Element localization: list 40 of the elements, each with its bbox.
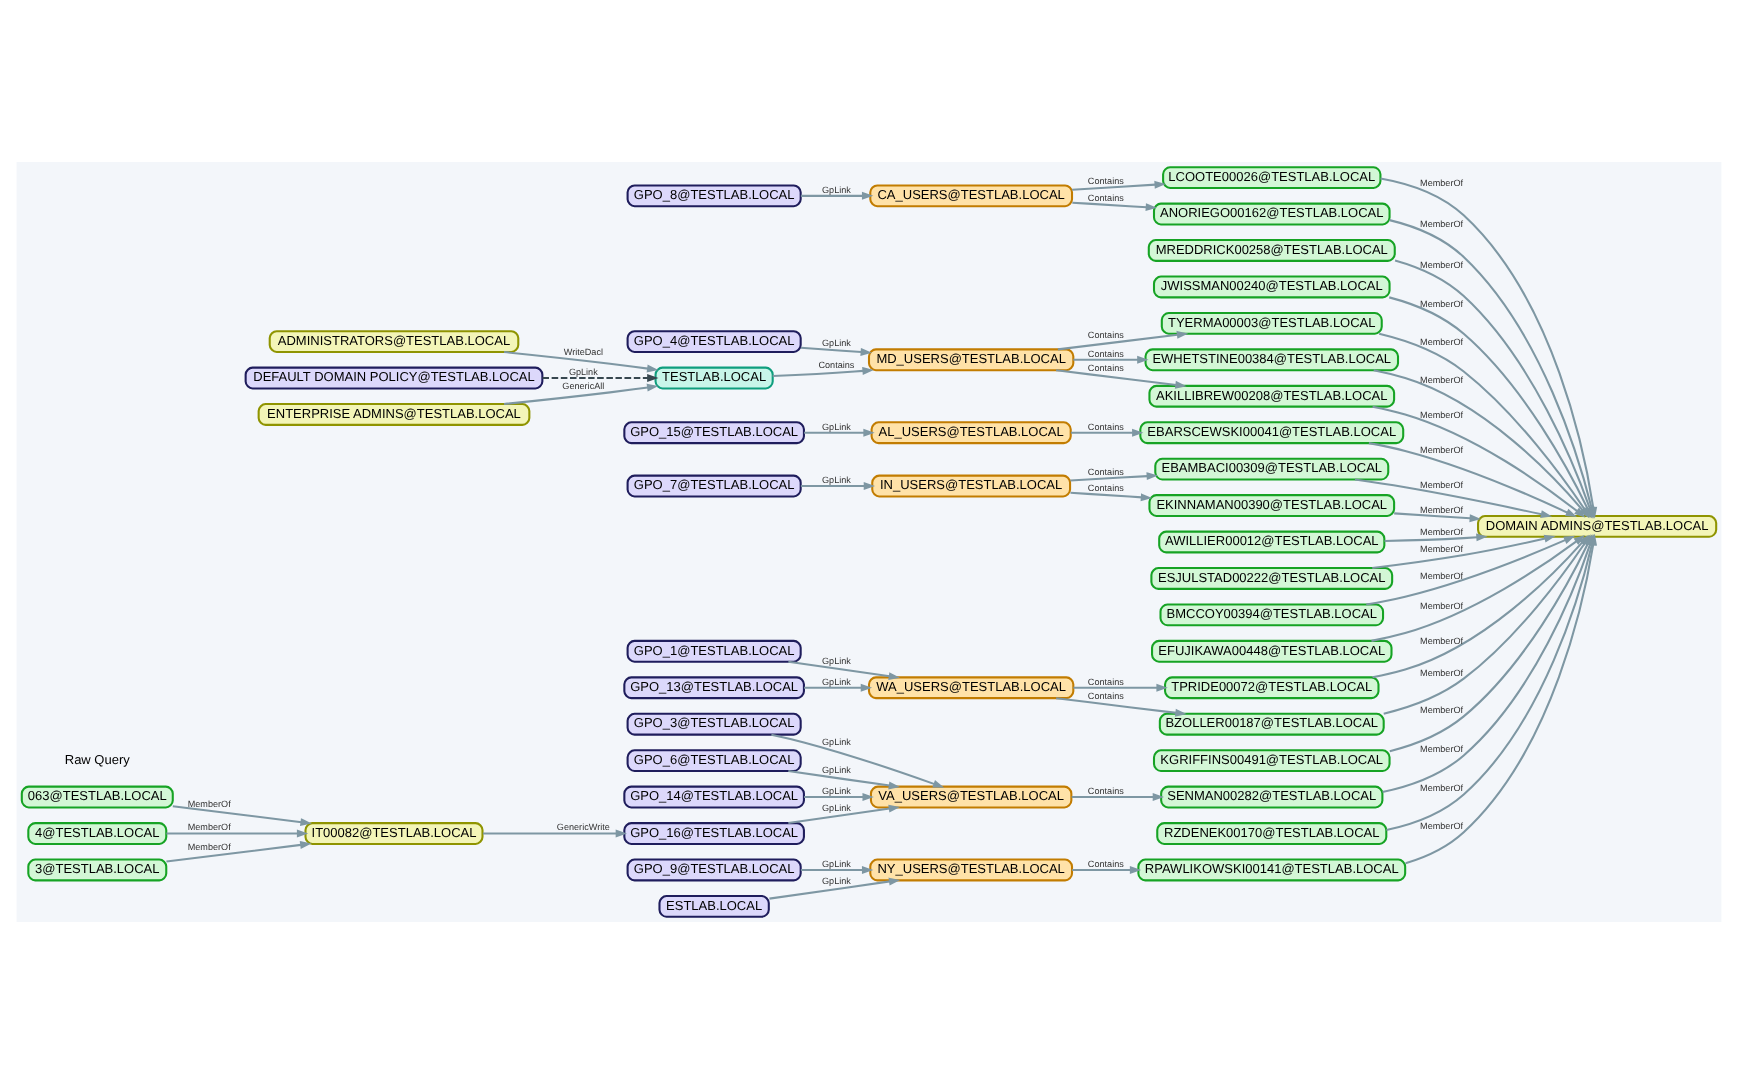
arrow	[800, 191, 874, 200]
arrow	[1070, 472, 1158, 482]
arrow	[804, 428, 875, 437]
arrow	[804, 683, 873, 692]
arrow	[1394, 512, 1481, 523]
arrow	[1073, 355, 1149, 364]
arrow	[800, 346, 872, 356]
arrow	[1057, 330, 1189, 351]
arrow	[482, 829, 627, 838]
arrow	[1354, 478, 1553, 519]
arrow	[772, 366, 874, 378]
arrow	[1368, 442, 1577, 518]
arrow	[172, 805, 312, 827]
arrow	[1071, 793, 1165, 802]
arrow	[769, 877, 901, 900]
arrow	[788, 804, 901, 825]
arrow	[1384, 533, 1488, 542]
arrow	[1072, 201, 1158, 212]
arrow	[1056, 697, 1187, 717]
arrow	[788, 770, 901, 790]
arrow	[804, 793, 874, 802]
arrow	[1371, 534, 1585, 642]
arrow	[1073, 683, 1168, 692]
arrow	[1372, 405, 1586, 518]
arrow	[542, 374, 659, 382]
arrow	[503, 383, 659, 406]
arrow	[1366, 535, 1576, 606]
arrow	[1056, 369, 1187, 389]
arrow	[166, 829, 309, 838]
arrow	[788, 660, 901, 681]
arrow	[1070, 491, 1153, 502]
arrow	[1072, 180, 1166, 191]
arrow	[1072, 865, 1142, 874]
arrow	[166, 841, 312, 863]
arrow	[503, 351, 659, 373]
arrow	[800, 482, 876, 490]
arrow	[771, 733, 945, 788]
arrow	[800, 865, 874, 874]
arrow	[1372, 534, 1556, 570]
arrow	[1070, 428, 1144, 437]
